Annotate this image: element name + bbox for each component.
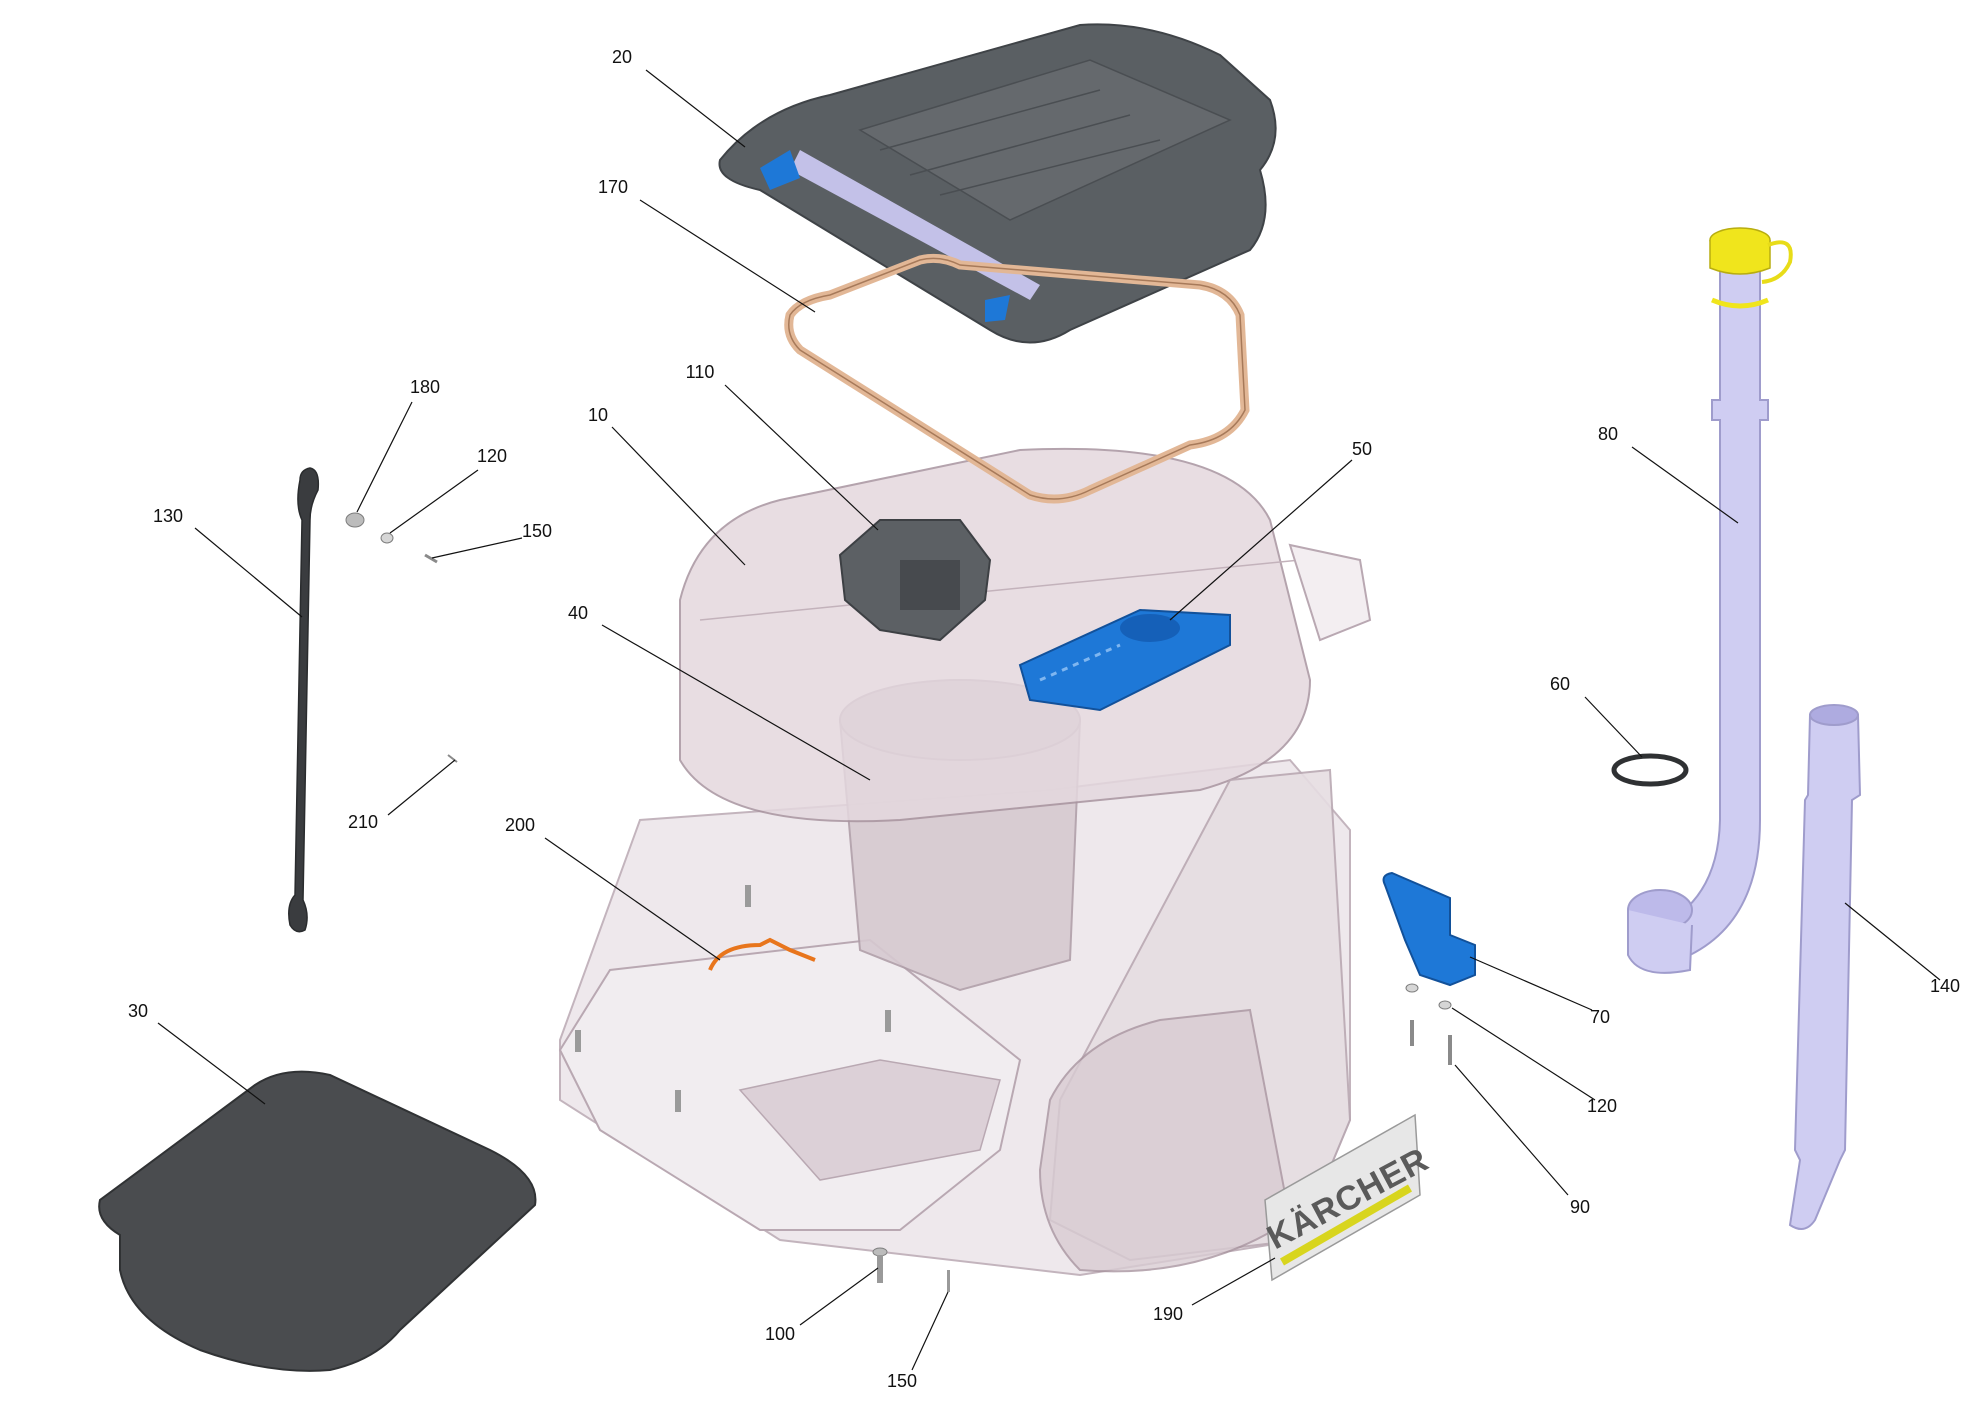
seat-cushion xyxy=(98,1070,537,1372)
hose-clamp xyxy=(1611,753,1689,787)
callout-label-210: 210 xyxy=(348,812,378,832)
leader-line-80 xyxy=(1631,446,1739,524)
callout-label-110: 110 xyxy=(686,362,715,382)
callout-label-120: 120 xyxy=(1587,1096,1617,1116)
callout-label-70: 70 xyxy=(1590,1007,1610,1027)
callout-label-150: 150 xyxy=(522,521,552,541)
small-hardware-right xyxy=(1405,983,1452,1065)
leader-line-190 xyxy=(1191,1257,1276,1306)
blue-bracket xyxy=(1382,871,1476,987)
filler-tube xyxy=(1627,227,1793,974)
callout-label-100: 100 xyxy=(765,1324,795,1344)
callout-label-90: 90 xyxy=(1570,1197,1590,1217)
leader-line-70 xyxy=(1469,956,1593,1011)
bottom-screws xyxy=(872,1247,950,1292)
straight-tube xyxy=(1788,704,1862,1230)
leader-line-110 xyxy=(724,384,879,531)
blue-filter-insert xyxy=(1018,608,1231,712)
leader-line-120 xyxy=(1451,1007,1596,1101)
leader-line-20 xyxy=(645,69,746,148)
leader-line-10 xyxy=(611,426,746,566)
leader-line-90 xyxy=(1454,1064,1569,1196)
leader-line-170 xyxy=(639,199,816,313)
handle-bar xyxy=(288,467,320,933)
callout-label-180: 180 xyxy=(410,377,440,397)
callout-label-60: 60 xyxy=(1550,674,1570,694)
leader-line-130 xyxy=(194,527,303,618)
leader-line-100 xyxy=(799,1267,879,1326)
callout-label-30: 30 xyxy=(128,1001,148,1021)
callout-label-20: 20 xyxy=(612,47,632,67)
lid xyxy=(718,23,1277,344)
callout-label-170: 170 xyxy=(598,177,628,197)
callout-layer: 20 170 180 120 150 130 110 10 50 40 210 200 30 80 60 14… xyxy=(128,47,1960,1391)
leader-line-210 xyxy=(387,759,456,816)
orange-hose xyxy=(708,937,816,971)
callout-label-50: 50 xyxy=(1352,439,1372,459)
leader-line-40 xyxy=(601,624,871,781)
leader-line-180 xyxy=(356,401,413,513)
leader-line-120 xyxy=(389,469,479,534)
callout-label-200: 200 xyxy=(505,815,535,835)
leader-line-50 xyxy=(1169,459,1353,621)
leader-line-200 xyxy=(544,837,721,961)
gasket-ring xyxy=(784,253,1250,504)
small-hardware-left xyxy=(345,512,458,763)
leader-line-140 xyxy=(1844,902,1941,981)
callout-label-130: 130 xyxy=(153,506,183,526)
callout-label-40: 40 xyxy=(568,603,588,623)
callout-label-190: 190 xyxy=(1153,1304,1183,1324)
main-housing xyxy=(558,447,1372,1277)
leader-line-150 xyxy=(911,1291,949,1371)
callout-label-150: 150 xyxy=(887,1371,917,1391)
motor-fan-unit xyxy=(838,519,992,642)
leader-line-30 xyxy=(157,1022,266,1105)
callout-label-10: 10 xyxy=(588,405,608,425)
callout-label-80: 80 xyxy=(1598,424,1618,444)
leader-line-150 xyxy=(431,537,523,559)
callout-label-140: 140 xyxy=(1930,976,1960,996)
leader-line-60 xyxy=(1584,696,1643,758)
callout-label-120: 120 xyxy=(477,446,507,466)
